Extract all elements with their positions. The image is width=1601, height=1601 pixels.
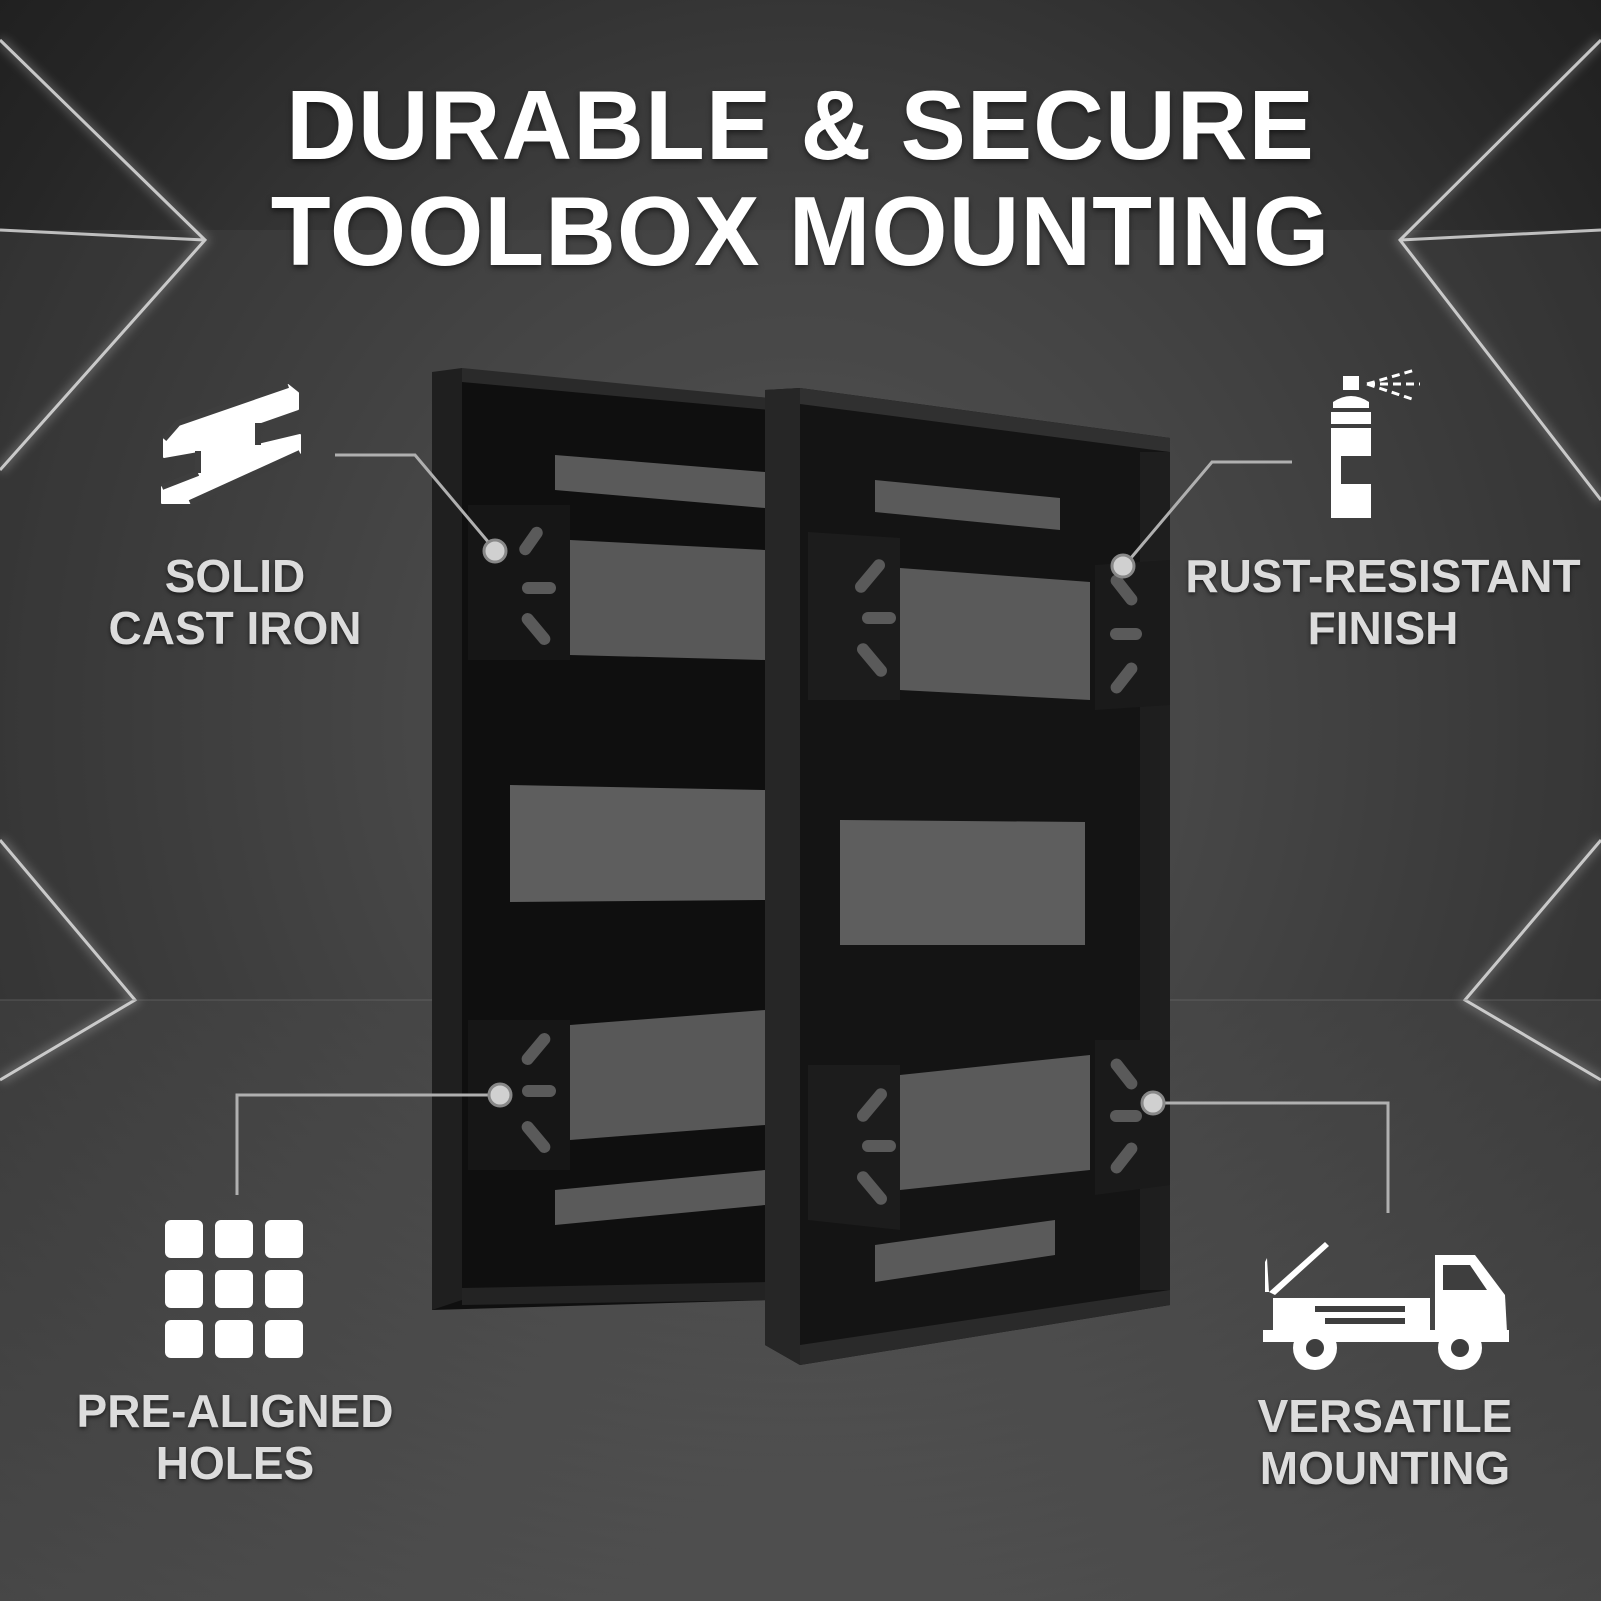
mounting-line-2: MOUNTING [1259,1442,1511,1494]
feature-label-holes: PRE-ALIGNED HOLES [65,1385,405,1489]
rear-bracket [432,368,770,1310]
truck-icon [1263,1242,1509,1370]
grid-icon [165,1220,303,1358]
feature-label-cast-iron: SOLID CAST IRON [85,550,385,654]
callout-dot-mounting [1140,1090,1166,1116]
callout-dot-cast-iron [482,538,508,564]
front-bracket [765,388,1170,1365]
cast-iron-line-2: CAST IRON [108,602,362,654]
callout-dot-rust [1110,553,1136,579]
feature-label-mounting: VERSATILE MOUNTING [1215,1390,1555,1494]
feature-label-rust: RUST-RESISTANT FINISH [1183,550,1583,654]
cast-iron-line-1: SOLID [164,550,306,602]
headline-line-2: TOOLBOX MOUNTING [270,176,1331,286]
rust-line-2: FINISH [1307,602,1459,654]
mounting-line-1: VERSATILE [1257,1390,1513,1442]
callout-dot-holes [487,1082,513,1108]
holes-line-2: HOLES [155,1437,315,1489]
headline: DURABLE & SECURE TOOLBOX MOUNTING [0,72,1601,284]
headline-line-1: DURABLE & SECURE [286,70,1315,180]
spray-can-icon [1331,368,1420,518]
holes-line-1: PRE-ALIGNED [76,1385,394,1437]
steel-beam-icon [160,382,302,506]
rust-line-1: RUST-RESISTANT [1185,550,1581,602]
